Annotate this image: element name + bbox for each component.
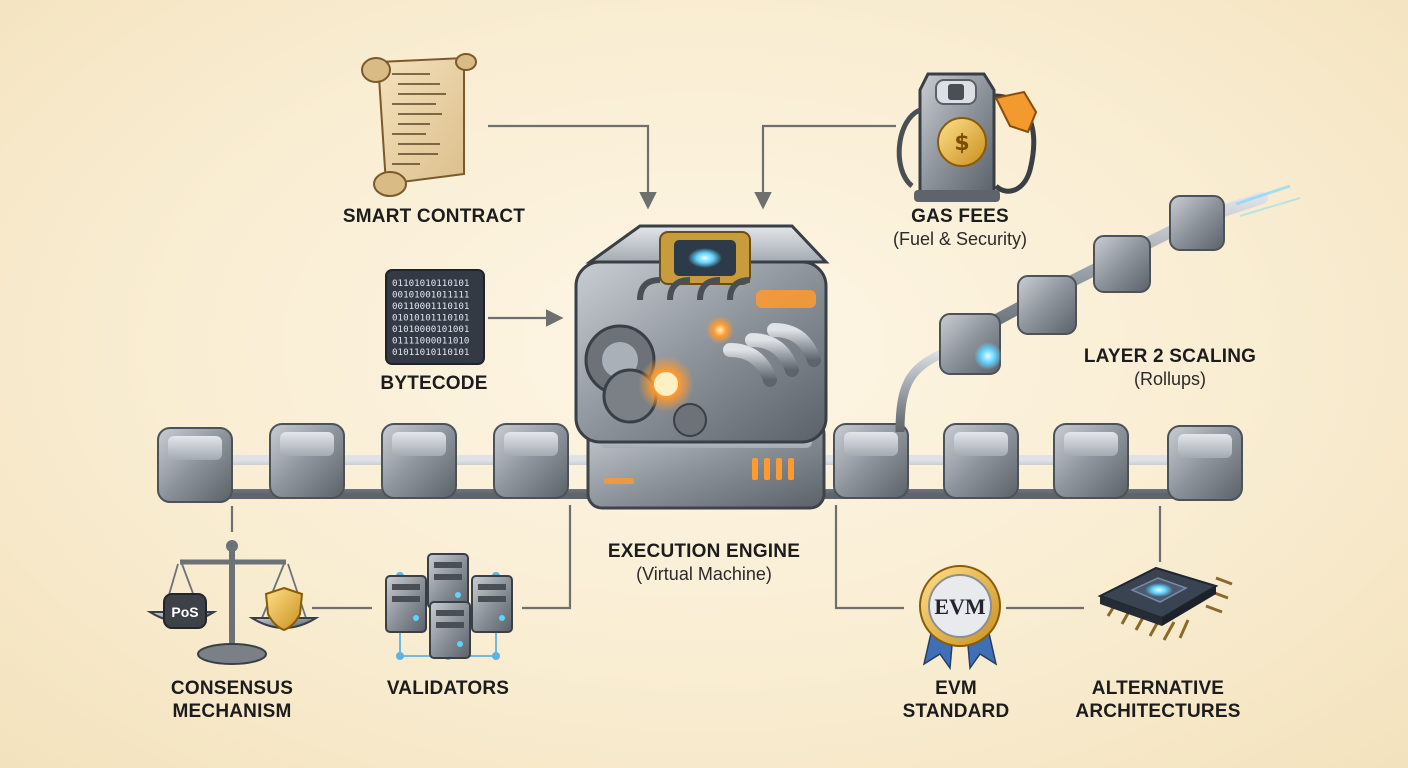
consensus-title-line2: MECHANISM [171,701,293,724]
scale-icon: PoS [150,540,316,664]
server-icon [472,576,512,632]
evm-label: EVM STANDARD [903,678,1010,724]
bytecode-row: 01011010110101 [392,347,469,358]
server-icon [386,576,426,632]
l2-block [1018,276,1076,334]
validator-network-icon [386,554,512,660]
block [1168,426,1242,500]
bytecode-row: 00101001011111 [392,290,469,301]
chip-icon [1100,568,1232,640]
alternative-label: ALTERNATIVE ARCHITECTURES [1075,678,1240,724]
smart-contract-title: SMART CONTRACT [343,206,525,229]
bytecode-row: 01101010110101 [392,278,469,289]
gas-pump-icon: $ [899,74,1036,202]
alternative-title-line2: ARCHITECTURES [1075,701,1240,724]
scroll-icon [362,54,476,196]
layer2-label: LAYER 2 SCALING (Rollups) [1084,346,1256,390]
execution-engine-subtitle: (Virtual Machine) [608,564,800,586]
bytecode-row: 00110001110101 [392,301,469,312]
smart-contract-label: SMART CONTRACT [343,206,525,229]
l2-block [1170,196,1224,250]
block [270,424,344,498]
execution-engine-label: EXECUTION ENGINE (Virtual Machine) [608,541,800,585]
evm-badge-icon: EVM [920,566,1000,668]
coin-symbol: $ [954,131,969,156]
validators-label: VALIDATORS [387,678,509,701]
gas-fees-label: GAS FEES (Fuel & Security) [893,206,1027,250]
validators-title: VALIDATORS [387,678,509,701]
alternative-title-line1: ALTERNATIVE [1075,678,1240,701]
evm-badge-text: EVM [934,594,986,619]
block [1054,424,1128,498]
block [382,424,456,498]
execution-engine-title: EXECUTION ENGINE [608,541,800,564]
arrow-smart-contract-to-engine [488,126,648,206]
bytecode-label: BYTECODE [380,373,487,396]
block [494,424,568,498]
evm-title-line2: STANDARD [903,701,1010,724]
layer2-title: LAYER 2 SCALING [1084,346,1256,369]
bytecode-panel: 0110101011010100101001011111001100011101… [386,270,484,364]
evm-title-line1: EVM [903,678,1010,701]
line-engine-to-evm [836,505,904,608]
l2-block [1094,236,1150,292]
block [158,428,232,502]
gas-fees-subtitle: (Fuel & Security) [893,229,1027,251]
layer2-subtitle: (Rollups) [1084,369,1256,391]
line-validators-to-engine [522,505,570,608]
arrow-gas-to-engine [763,126,896,206]
gas-fees-title: GAS FEES [893,206,1027,229]
consensus-title-line1: CONSENSUS [171,678,293,701]
bytecode-row: 01010000101001 [392,324,469,335]
block [944,424,1018,498]
l2-block [940,314,1002,374]
bytecode-row: 01111000011010 [392,336,469,347]
bytecode-row: 01010101110101 [392,313,469,324]
execution-engine-illustration [576,226,826,508]
consensus-label: CONSENSUS MECHANISM [171,678,293,724]
server-icon [428,554,468,608]
bytecode-title: BYTECODE [380,373,487,396]
server-icon [430,602,470,658]
pos-badge: PoS [171,604,198,620]
block [834,424,908,498]
